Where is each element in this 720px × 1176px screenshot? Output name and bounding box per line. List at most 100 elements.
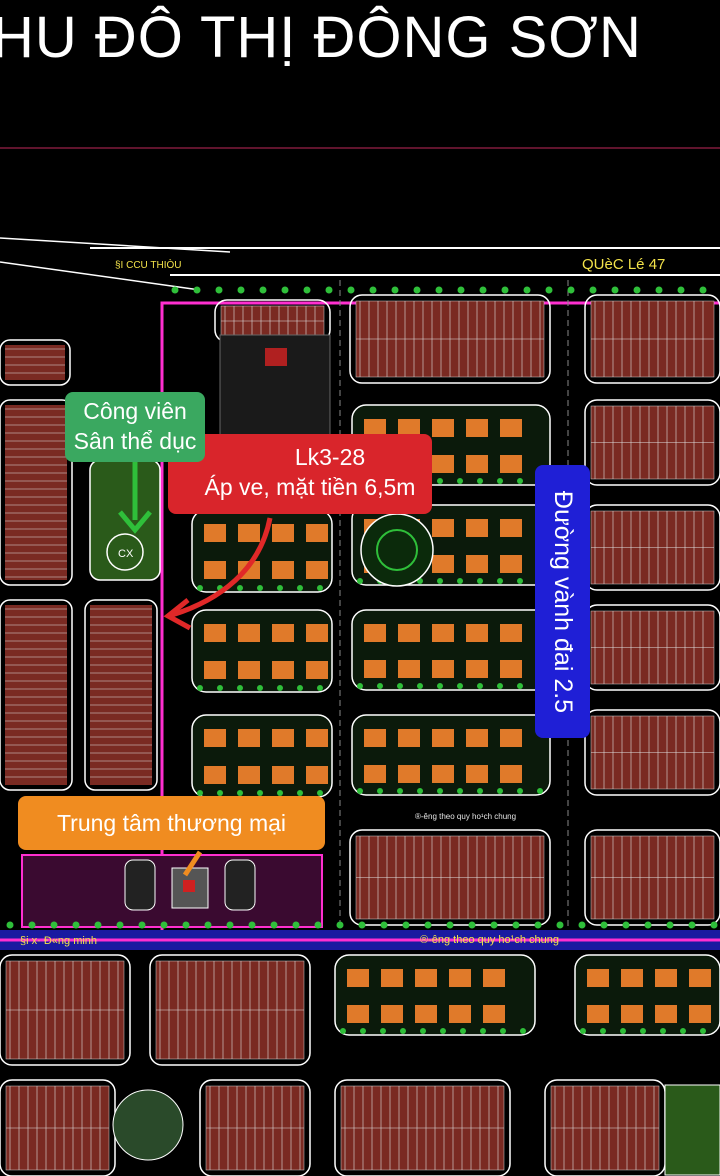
tree (666, 921, 674, 929)
lot-block (149, 954, 311, 1066)
villa-house (415, 969, 437, 987)
ring-road-callout: Đường vành đai 2.5 (535, 465, 590, 738)
villa-house (306, 729, 328, 747)
tree (460, 1028, 466, 1034)
villa-house (432, 555, 454, 573)
tree (217, 685, 223, 691)
villa-house (500, 660, 522, 678)
villa-house (204, 561, 226, 579)
tree (197, 585, 203, 591)
villa-house (238, 766, 260, 784)
tree (457, 286, 465, 294)
tree (138, 921, 146, 929)
tree (622, 921, 630, 929)
tree (520, 1028, 526, 1034)
villa-house (381, 969, 403, 987)
villa-house (432, 519, 454, 537)
tree (6, 921, 14, 929)
tree (534, 921, 542, 929)
park-circle (112, 1089, 184, 1161)
central-plaza-ring (376, 529, 418, 571)
tree (303, 286, 311, 294)
villa-house (306, 766, 328, 784)
villa-house (364, 419, 386, 437)
central-plaza (360, 513, 434, 587)
tree (292, 921, 300, 929)
villa-house (432, 729, 454, 747)
tree (600, 1028, 606, 1034)
building (265, 348, 287, 366)
villa-house (689, 1005, 711, 1023)
tree (497, 578, 503, 584)
tree (700, 1028, 706, 1034)
tree (457, 683, 463, 689)
lot-arrow-head (163, 598, 192, 631)
mall-marker (183, 880, 195, 892)
lot-row (90, 605, 152, 785)
tree (397, 788, 403, 794)
map-title: HU ĐÔ THỊ ĐÔNG SƠN (0, 5, 642, 70)
tree (413, 286, 421, 294)
villa-house (238, 661, 260, 679)
villa-house (500, 419, 522, 437)
villa-house (432, 660, 454, 678)
villa-house (272, 661, 294, 679)
tree (437, 478, 443, 484)
tree (377, 683, 383, 689)
villa-house (466, 419, 488, 437)
tree (457, 578, 463, 584)
tree (680, 1028, 686, 1034)
tree (710, 921, 718, 929)
tree (28, 921, 36, 929)
tree (400, 1028, 406, 1034)
tree (193, 286, 201, 294)
tree (424, 921, 432, 929)
villa-house (500, 624, 522, 642)
tree (497, 478, 503, 484)
villa-house (306, 561, 328, 579)
villa-house (466, 519, 488, 537)
tree (397, 683, 403, 689)
villa-house (381, 1005, 403, 1023)
tree (72, 921, 80, 929)
villa-house (347, 969, 369, 987)
villa-house (272, 624, 294, 642)
tree (578, 921, 586, 929)
villa-house (466, 765, 488, 783)
villa-block (574, 954, 720, 1036)
villa-house (432, 419, 454, 437)
park-arrow-head (118, 510, 152, 534)
tree (512, 921, 520, 929)
tree (480, 1028, 486, 1034)
tree (688, 921, 696, 929)
tree (479, 286, 487, 294)
villa-house (587, 1005, 609, 1023)
park-callout: Công viên Sân thể dục (65, 392, 205, 462)
road-label-northwest: §I CCU THIÒU (115, 260, 182, 271)
tree (468, 921, 476, 929)
tree (567, 286, 575, 294)
villa-house (432, 624, 454, 642)
tree (655, 286, 663, 294)
tree (281, 286, 289, 294)
road-label-north: QUèC Lé 47 (582, 256, 666, 273)
lot-callout-line2: Áp ve, mặt tiền 6,5m (204, 474, 416, 500)
tree (277, 790, 283, 796)
villa-house (272, 766, 294, 784)
tree (437, 788, 443, 794)
tree (517, 578, 523, 584)
tree (237, 790, 243, 796)
villa-house (238, 524, 260, 542)
lot-block (0, 954, 131, 1066)
tree (589, 286, 597, 294)
road-label-south-west: §i x· Ð«ng minh (20, 935, 98, 947)
lot-block (84, 599, 158, 791)
villa-house (364, 660, 386, 678)
villa-house (466, 555, 488, 573)
villa-block (191, 714, 333, 798)
tree (358, 921, 366, 929)
tree (347, 286, 355, 294)
villa-house (449, 969, 471, 987)
villa-house (621, 1005, 643, 1023)
